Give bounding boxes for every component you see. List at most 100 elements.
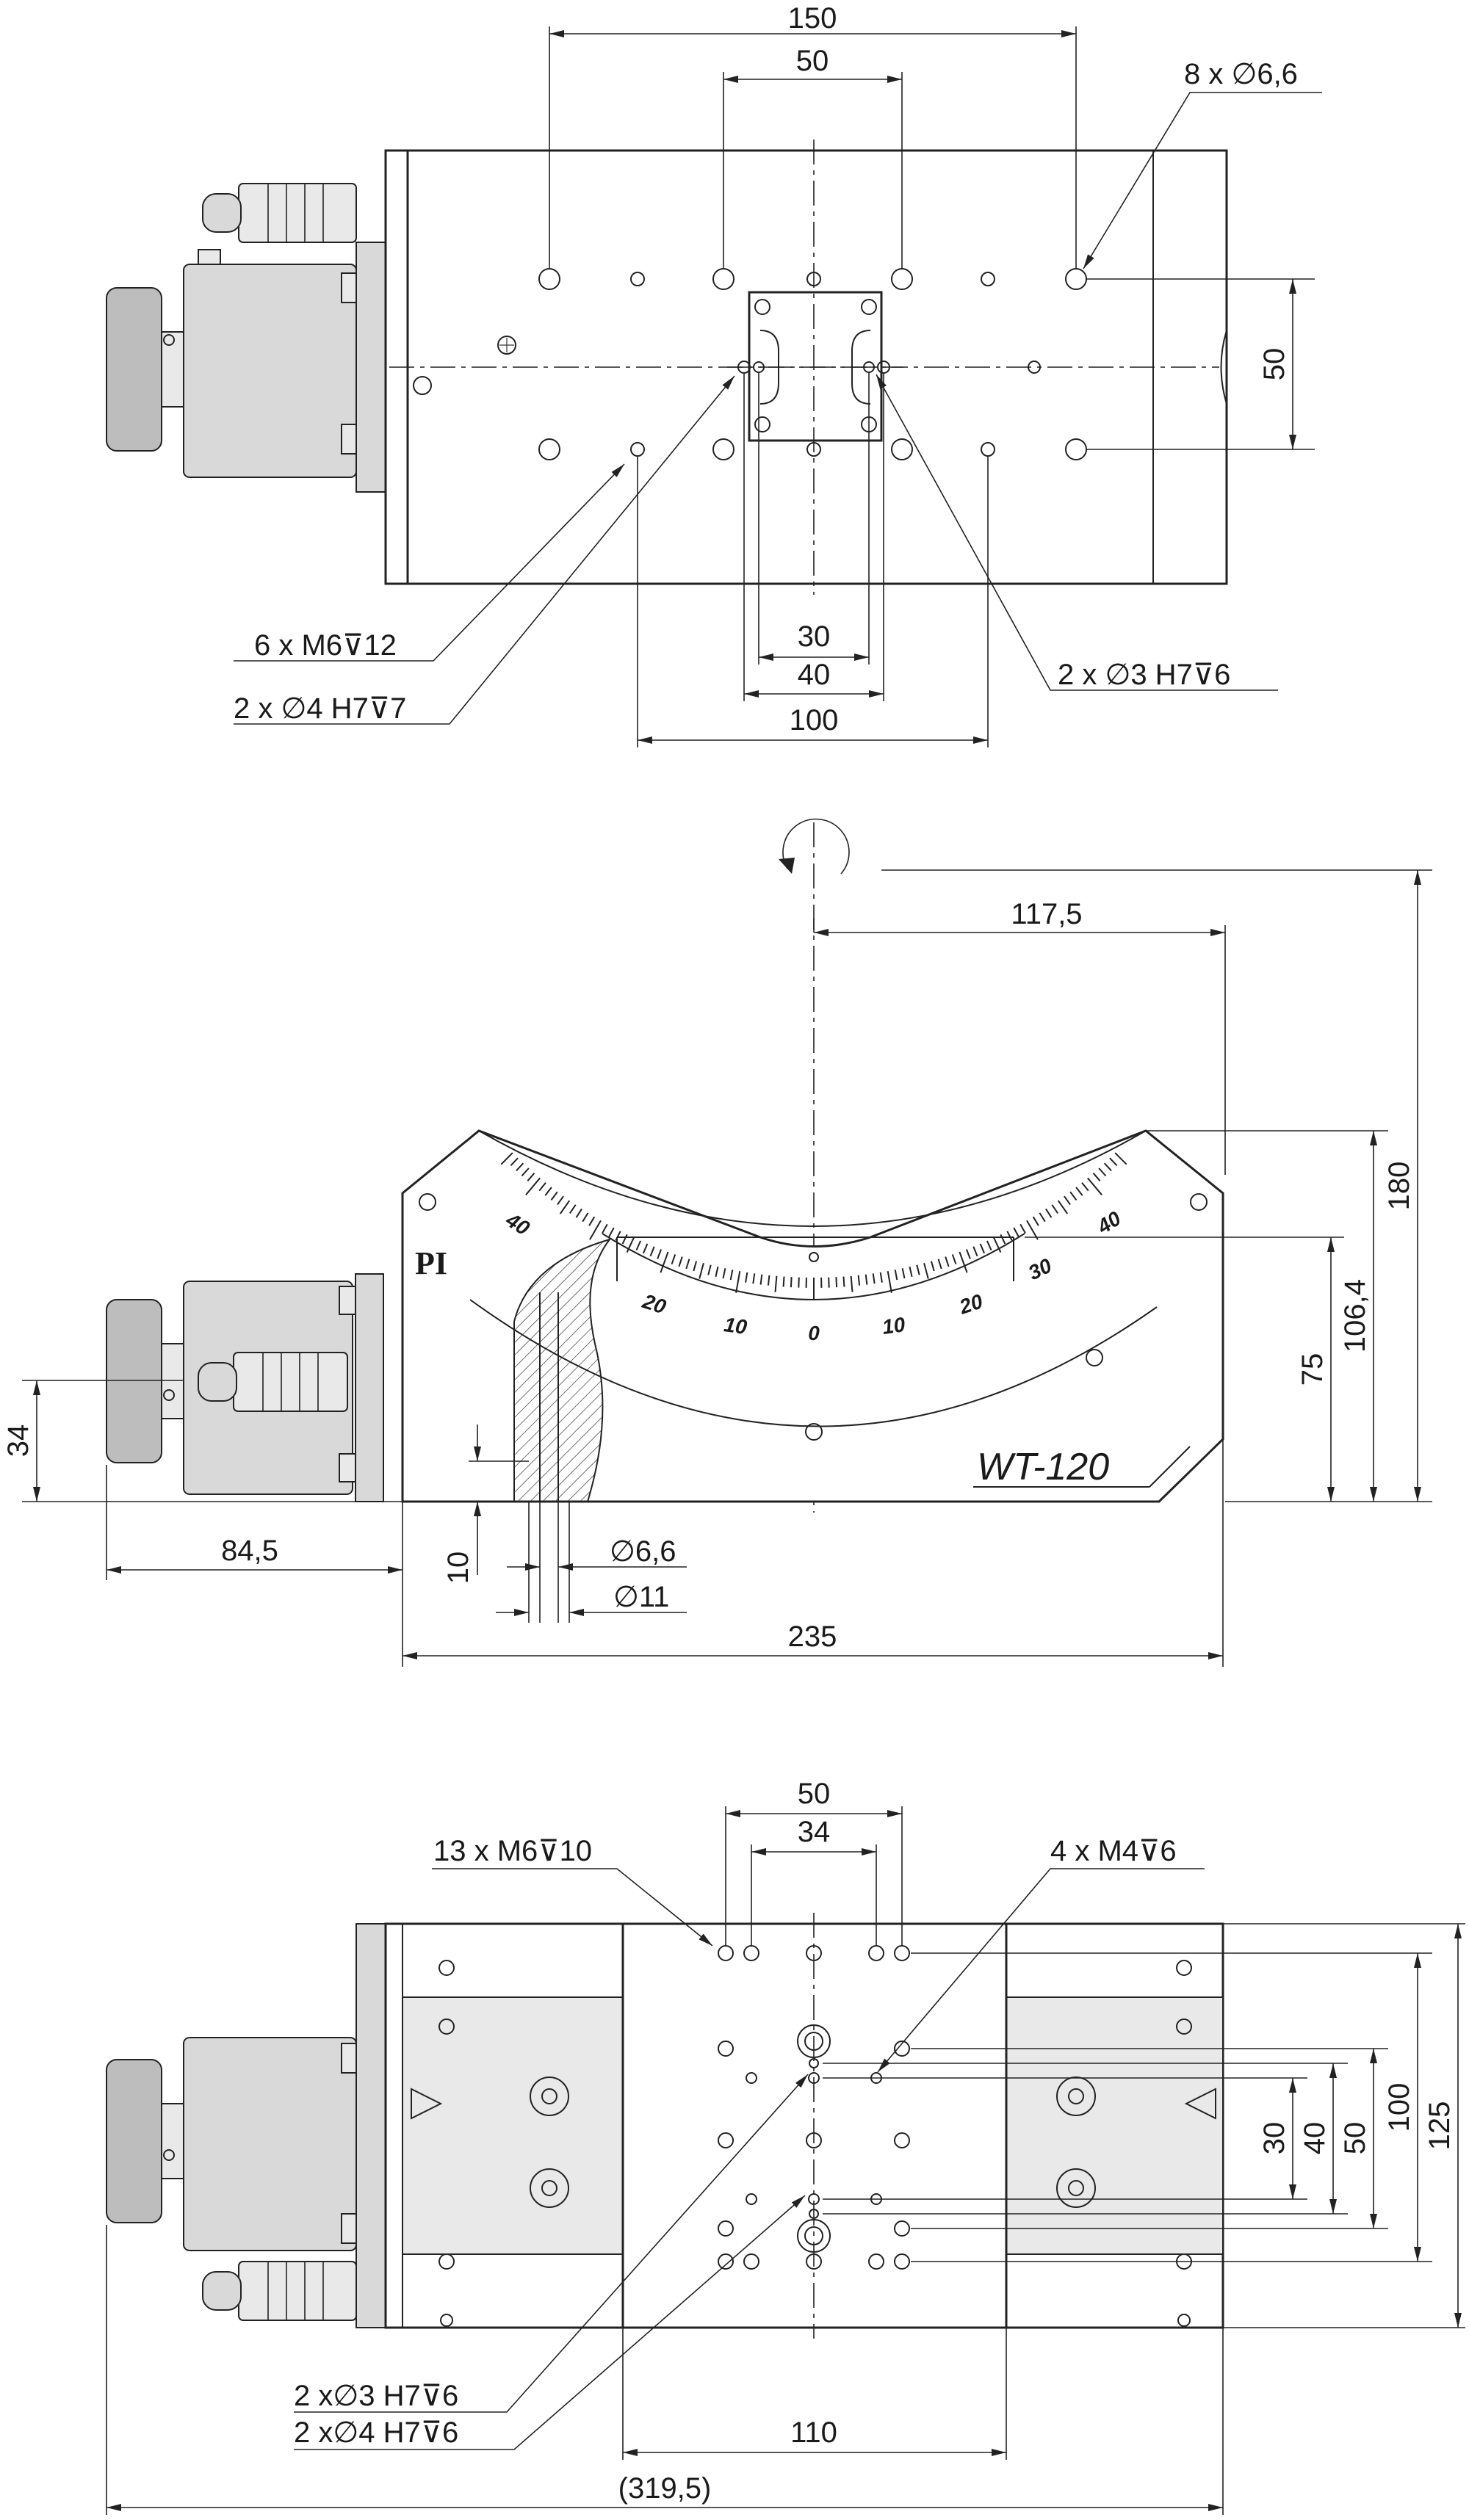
scale-tick: [930, 1261, 935, 1272]
bottom-dim-30: 30: [1258, 2122, 1291, 2155]
side-dim-180: 180: [1383, 1162, 1415, 1211]
side-motor-knob: [106, 1299, 162, 1463]
scale-tick: [1051, 1204, 1059, 1214]
scale-tick: [722, 1268, 726, 1279]
scale-tick: [993, 1237, 1002, 1253]
scale-label-zero: 0: [808, 1322, 820, 1344]
carriage-plate: [748, 291, 883, 442]
scale-tick: [872, 1273, 876, 1284]
scale-tick: [887, 1271, 892, 1293]
scale-tick: [602, 1223, 608, 1234]
side-screws: [419, 1193, 1208, 1441]
scale-tick: [916, 1264, 920, 1275]
scale-tick: [510, 1157, 519, 1166]
scale-tick: [937, 1259, 942, 1270]
scale-tick: [557, 1195, 564, 1206]
scale-tick: [759, 1274, 763, 1285]
scale-tick: [1069, 1191, 1078, 1201]
scale-tick: [608, 1227, 615, 1237]
side-dim-106-4: 106,4: [1339, 1279, 1371, 1353]
side-dim-6-6: ∅6,6: [610, 1535, 676, 1568]
scale-tick: [693, 1261, 698, 1272]
scale-tick: [527, 1173, 535, 1181]
section-cut-hatch: [513, 1238, 612, 1502]
top-dim-100: 100: [790, 704, 839, 736]
top-callout-d3-6: 2 x ∅3 H7⊽6: [1058, 659, 1230, 691]
scale-tick: [715, 1266, 719, 1278]
scale-tick: [1039, 1212, 1046, 1223]
bottom-callout-d3-6: 2 x∅3 H7⊽6: [294, 2380, 458, 2412]
scale-tick: [1081, 1182, 1089, 1192]
scale-tick: [774, 1275, 778, 1292]
bottom-dim-40: 40: [1299, 2122, 1331, 2155]
scale-tick: [735, 1271, 741, 1293]
top-callout-m6-12: 6 x M6⊽12: [254, 629, 397, 662]
scale-tick: [582, 1212, 589, 1223]
bottom-callout-m4-6: 4 x M4⊽6: [1050, 1835, 1177, 1867]
scale-tick: [945, 1256, 950, 1267]
scale-tick: [1064, 1195, 1071, 1206]
scale-tick: [842, 1276, 845, 1287]
motor-flange: [355, 242, 386, 493]
scale-tick: [951, 1254, 957, 1264]
scale-tick: [1092, 1173, 1101, 1181]
scale-tick: [1026, 1220, 1039, 1240]
bottom-dim-125: 125: [1423, 2101, 1456, 2151]
top-dim-50: 50: [796, 45, 829, 77]
scale-tick: [635, 1240, 642, 1251]
scale-tick: [1103, 1162, 1112, 1172]
left-guide-rail: [402, 1996, 624, 2255]
scale-tick: [649, 1246, 655, 1257]
scale-tick: [642, 1243, 649, 1254]
scale-tick: [685, 1259, 690, 1270]
scale-tick: [1075, 1187, 1083, 1196]
scale-tick: [865, 1274, 868, 1285]
scale-tick: [621, 1234, 628, 1245]
brand-logo: PI: [415, 1245, 447, 1281]
scale-tick: [857, 1275, 861, 1286]
scale-tick: [588, 1216, 596, 1226]
scale-tick: [626, 1237, 635, 1253]
top-dim-30: 30: [798, 620, 831, 653]
motor-body: [183, 264, 357, 478]
scale-tick: [729, 1270, 734, 1281]
top-dim-150: 150: [788, 2, 837, 35]
scale-tick: [901, 1268, 906, 1279]
scale-tick: [972, 1246, 978, 1257]
scale-tick: [550, 1191, 558, 1201]
scale-tick: [923, 1262, 929, 1279]
scale-tick: [544, 1187, 552, 1196]
bottom-callout-d4-6: 2 x∅4 H7⊽6: [294, 2416, 458, 2449]
scale-tick: [1032, 1216, 1039, 1226]
scale-tick: [707, 1264, 712, 1275]
scale-tick: [798, 1277, 800, 1288]
top-callout-d4-7: 2 x ∅4 H7⊽7: [234, 692, 406, 725]
side-dim-34: 34: [2, 1424, 35, 1458]
scale-tick: [660, 1251, 669, 1273]
scale-tick: [979, 1243, 986, 1254]
bottom-dim-100: 100: [1383, 2083, 1415, 2132]
motor-knob: [106, 287, 162, 452]
bottom-mounting-holes: [438, 1945, 1192, 2327]
scale-label-left-10: 10: [723, 1313, 749, 1339]
scale-tick: [835, 1277, 838, 1288]
bottom-center-plate: [621, 1922, 1008, 2329]
scale-tick: [575, 1208, 582, 1218]
bottom-dim-110: 110: [790, 2416, 837, 2449]
scale-tick: [1114, 1152, 1127, 1165]
scale-tick: [657, 1249, 663, 1259]
scale-tick: [986, 1240, 992, 1251]
model-label: WT-120: [977, 1446, 1109, 1488]
scale-tick: [965, 1249, 971, 1259]
side-dim-75: 75: [1296, 1353, 1329, 1386]
scale-tick: [909, 1266, 913, 1278]
scale-tick: [745, 1272, 748, 1283]
scale-tick: [589, 1220, 602, 1240]
scale-tick: [790, 1277, 793, 1288]
bottom-motor-knob: [106, 2059, 162, 2223]
side-dim-10: 10: [442, 1552, 474, 1585]
side-dim-235: 235: [788, 1621, 837, 1653]
scale-tick: [615, 1231, 621, 1241]
top-view: 150 50 50 30 40 100 8 x ∅6,6 6 x M6⊽12 2…: [106, 2, 1322, 747]
